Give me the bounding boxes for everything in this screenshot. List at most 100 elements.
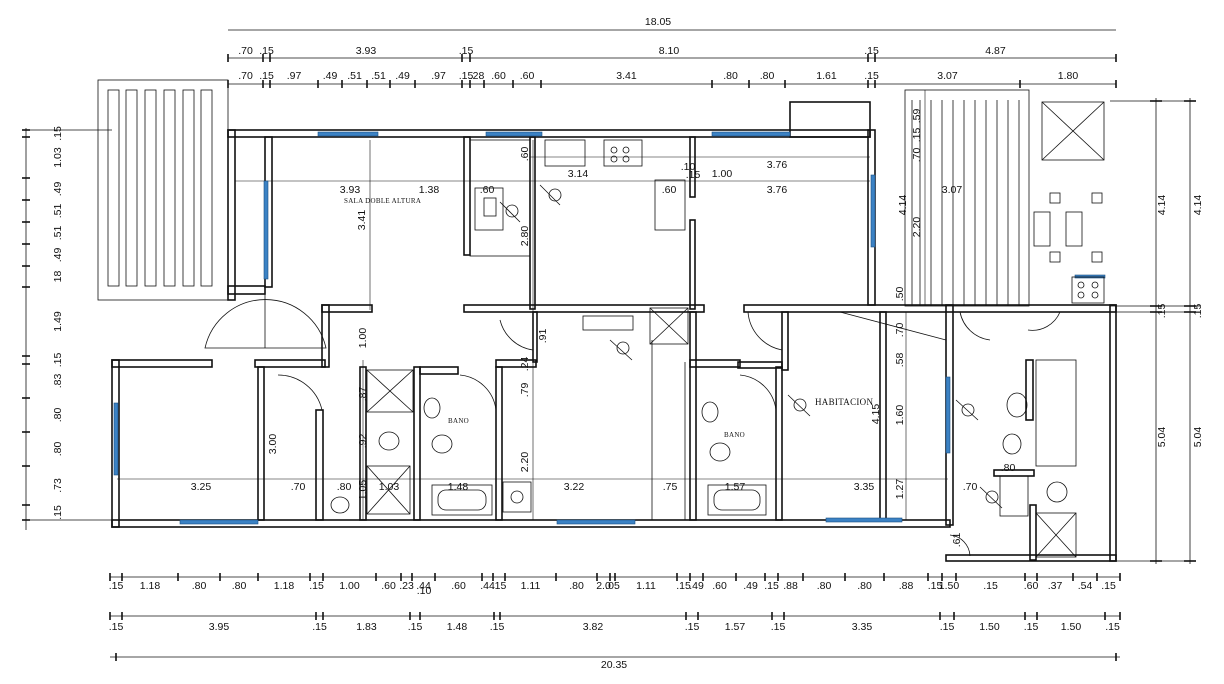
- dim-top-r2-6: .49: [395, 70, 410, 82]
- exterior-arch: [204, 290, 327, 349]
- dim-top-r1-1: .15: [259, 45, 274, 57]
- stove-icon: [603, 139, 643, 167]
- room-label-bath-left: BANO: [448, 417, 469, 425]
- dim-right-inner-3: 5.04: [1192, 427, 1204, 448]
- dim-h-79: .79: [519, 383, 531, 398]
- dim-bottom-sub: .10: [417, 585, 432, 597]
- dim-bot-r2-6: .15: [490, 621, 505, 633]
- interior-dimension-lines: [117, 90, 948, 520]
- dim-k-60a: .60: [519, 147, 531, 162]
- doors: [277, 311, 1061, 557]
- dim-top-r2-8: .15: [459, 70, 474, 82]
- dim-top-r1-6: 4.87: [985, 45, 1006, 57]
- dim-b-92: .92: [357, 434, 369, 449]
- dim-b-87: .87: [357, 387, 369, 402]
- dim-top-r2-14: .80: [760, 70, 775, 82]
- dim-bot-r2-4: .15: [408, 621, 423, 633]
- dim-bot-r1-11: .44: [480, 580, 495, 592]
- dim-top-r2-2: .97: [287, 70, 302, 82]
- dim-top-r2-1: .15: [259, 70, 274, 82]
- dim-right-outer-1: 4.14: [1156, 195, 1168, 216]
- dim-living-w: 3.93: [340, 184, 361, 196]
- dim-living-h: 3.41: [356, 210, 368, 231]
- dim-left-13: .15: [52, 505, 64, 520]
- dim-row-325: 3.25: [191, 481, 212, 493]
- dim-row-322: 3.22: [564, 481, 585, 493]
- dim-top-r2-10: .60: [491, 70, 506, 82]
- dim-left-col: .151.03.49.51.51.49181.49.15.83.80.80.73…: [52, 126, 64, 520]
- windows: [113, 131, 1106, 525]
- dim-bot-r1-2: .80: [192, 580, 207, 592]
- dim-bot-r1-20: .60: [712, 580, 727, 592]
- dim-right-inner-1: 4.14: [1192, 195, 1204, 216]
- room-label-living: SALA DOBLE ALTURA: [344, 197, 421, 205]
- dim-bot-r1-7: .60: [381, 580, 396, 592]
- dim-top-r2-9: .28: [470, 70, 485, 82]
- dim-left-11: .80: [52, 442, 64, 457]
- dim-bot-r2-7: 3.82: [583, 621, 604, 633]
- dim-top-r2-7: .97: [431, 70, 446, 82]
- dim-bot-r2-14: .15: [1024, 621, 1039, 633]
- dim-bot-r2-11: 3.35: [852, 621, 873, 633]
- dim-top-r2-15: 1.61: [816, 70, 837, 82]
- exterior-steps-left: [97, 79, 229, 301]
- dim-bot-r1-13: 1.11: [521, 580, 541, 592]
- dim-row-80: .80: [337, 481, 352, 493]
- dim-t-376a: 3.76: [767, 159, 788, 171]
- dim-top-r1-0: .70: [238, 45, 253, 57]
- dim-left-1: 1.03: [52, 147, 64, 168]
- dim-st-220: 2.20: [911, 217, 923, 238]
- dim-bot-r1-26: .88: [899, 580, 914, 592]
- dim-bot-r1-8: .23: [399, 580, 414, 592]
- dim-t-376b: 3.76: [767, 184, 788, 196]
- dim-left-9: .83: [52, 374, 64, 389]
- dim-st-15: .15: [911, 128, 923, 143]
- dim-st-50: .50: [894, 287, 906, 302]
- dim-bot-r1-16: .05: [605, 580, 620, 592]
- dim-left-10: .80: [52, 408, 64, 423]
- dim-h-127: 1.27: [894, 479, 906, 500]
- dim-row-148: 1.48: [448, 481, 469, 493]
- dim-left-4: .51: [52, 226, 64, 241]
- sink-icon: [474, 187, 504, 231]
- dim-bot-r2-5: 1.48: [447, 621, 468, 633]
- dim-row-70: .70: [291, 481, 306, 493]
- dim-top-r2-3: .49: [323, 70, 338, 82]
- dim-top-r2-13: .80: [723, 70, 738, 82]
- dim-h-220: 2.20: [519, 452, 531, 473]
- dim-bot-r2-16: .15: [1105, 621, 1120, 633]
- dim-k-314: 3.14: [568, 168, 589, 180]
- dim-sv-61: .61: [951, 533, 963, 548]
- dim-left-5: .49: [52, 248, 64, 263]
- terrace-furniture: [1033, 101, 1105, 304]
- dim-bot-r1-6: 1.00: [339, 580, 360, 592]
- dim-bot-r1-14: .80: [569, 580, 584, 592]
- dim-bot-r2-10: .15: [771, 621, 786, 633]
- dim-left-3: .51: [52, 204, 64, 219]
- dim-bot-r1-9: .44: [416, 580, 431, 592]
- dim-st-59: .59: [911, 109, 923, 124]
- bathroom-fixtures: [330, 307, 1077, 558]
- dim-top-r2-12: 3.41: [616, 70, 637, 82]
- room-label-bedroom: HABITACION: [815, 397, 873, 407]
- dim-top-r2-18: 1.80: [1058, 70, 1079, 82]
- dim-right-inner-2: .15: [1192, 304, 1204, 319]
- dim-bot-r1-24: .80: [817, 580, 832, 592]
- dim-b-105: 1.05: [357, 480, 369, 501]
- dim-top-total: 18.05: [645, 16, 671, 28]
- dim-bot-r1-0: .15: [109, 580, 124, 592]
- dim-k-15: .15: [686, 169, 701, 181]
- dim-bot-r1-3: .80: [232, 580, 247, 592]
- dim-bot-r1-27: .15: [928, 580, 943, 592]
- dim-bot-r2-8: .15: [685, 621, 700, 633]
- dim-top-r2-5: .51: [371, 70, 386, 82]
- dim-bot-r2-3: 1.83: [356, 621, 377, 633]
- interior-dims: 3.93 1.38 3.41 1.00 .60 .60 3.14 2.80 .1…: [191, 109, 1016, 548]
- dim-bot-r1-23: .88: [783, 580, 798, 592]
- dim-left-2: .49: [52, 182, 64, 197]
- dim-bot-r1-12: .15: [492, 580, 507, 592]
- people-icons: [499, 184, 1003, 509]
- dim-h-160: 1.60: [894, 405, 906, 426]
